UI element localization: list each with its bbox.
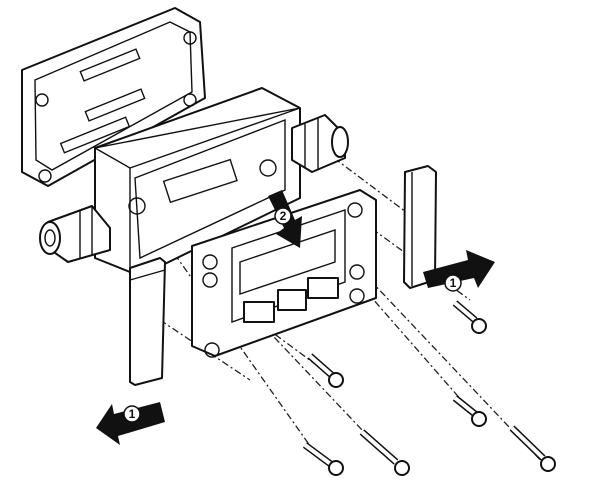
- screw: [302, 442, 344, 476]
- screw: [307, 353, 344, 388]
- mounting-plate: [21, 7, 206, 187]
- screw: [359, 429, 410, 476]
- relay-3: [307, 277, 339, 299]
- relay-2: [277, 289, 307, 311]
- cable-gland-left: [39, 205, 111, 263]
- cable-gland-right: [291, 114, 349, 173]
- step-label: 1: [129, 407, 136, 421]
- housing-box: [93, 87, 301, 277]
- front-board: [191, 189, 377, 358]
- arrow-left-step-1: 1: [96, 402, 165, 445]
- screw: [509, 425, 556, 472]
- step-label: 2: [280, 209, 287, 223]
- arrow-right-step-1: 1: [423, 250, 495, 292]
- step-label: 1: [450, 276, 457, 290]
- relay-1: [243, 301, 275, 323]
- right-cover-strip: [403, 165, 437, 289]
- screw: [452, 300, 487, 334]
- left-cover-strip: [129, 257, 166, 386]
- screw: [452, 395, 487, 427]
- arrow-step-2: 2: [268, 190, 302, 248]
- screws: [302, 300, 556, 476]
